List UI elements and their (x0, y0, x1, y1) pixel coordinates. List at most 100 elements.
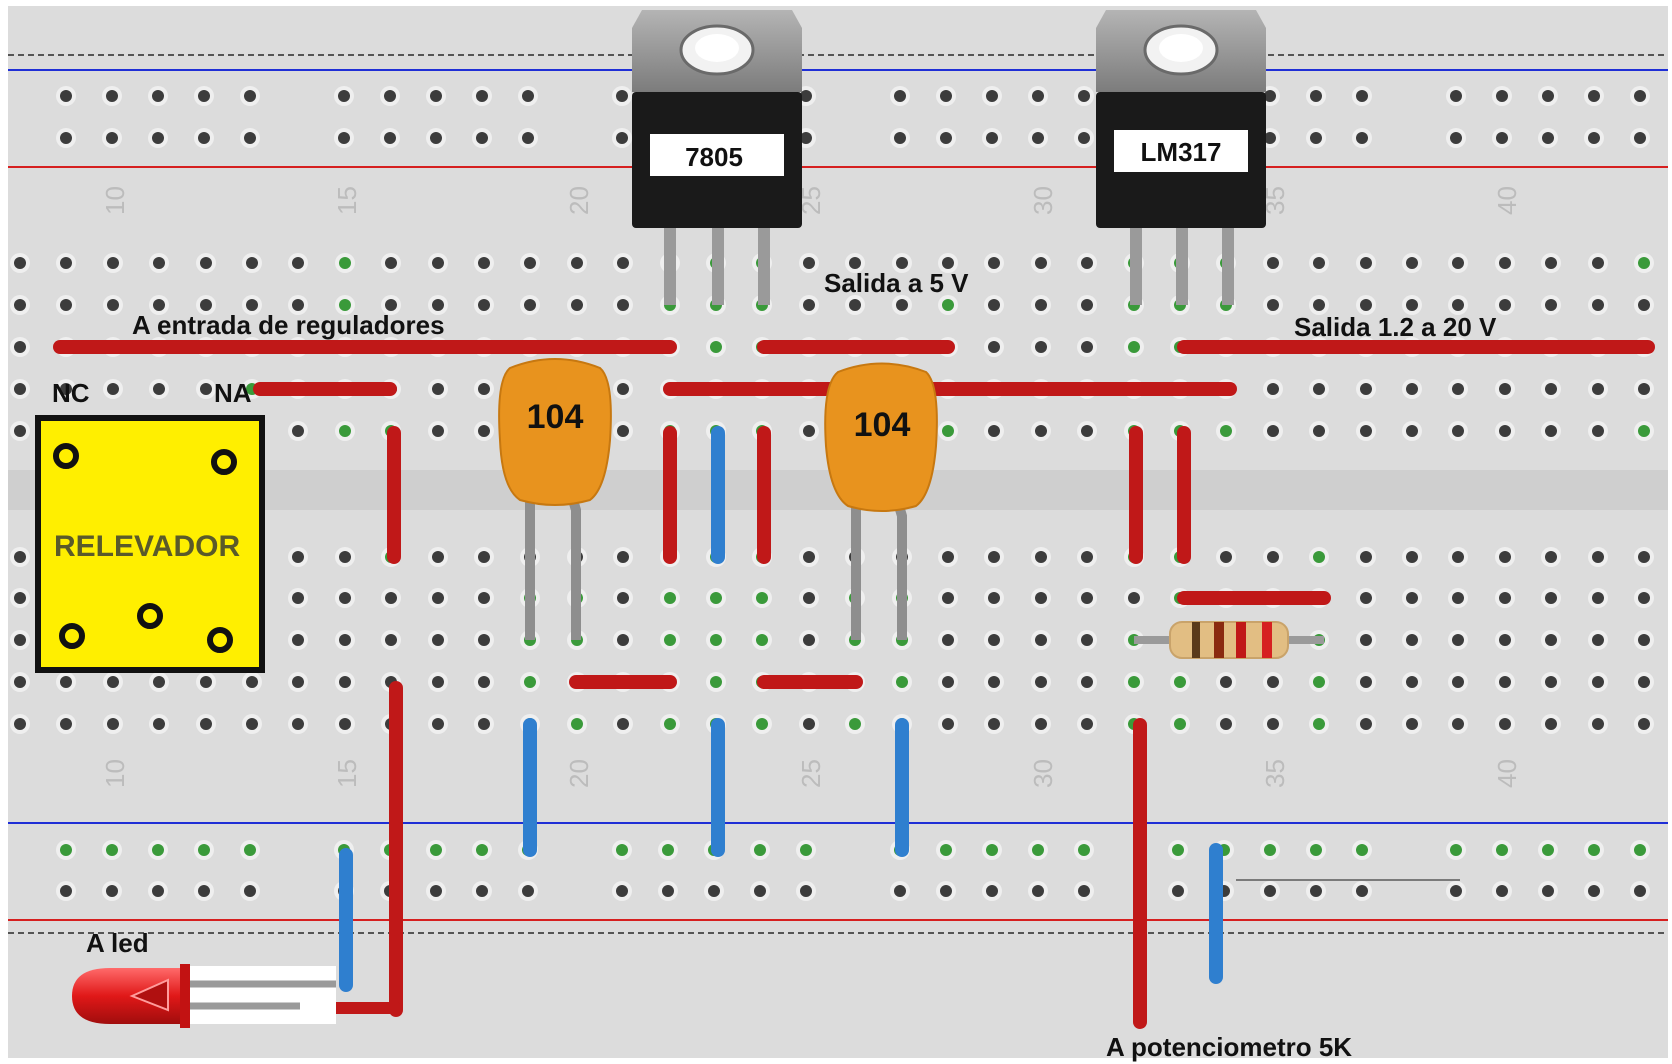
breadboard-hole[interactable] (1638, 425, 1650, 437)
breadboard-hole[interactable] (803, 634, 815, 646)
breadboard-hole[interactable] (894, 90, 906, 102)
breadboard-hole[interactable] (1406, 718, 1418, 730)
breadboard-hole[interactable] (616, 885, 628, 897)
breadboard-hole[interactable] (1592, 551, 1604, 563)
breadboard-hole[interactable] (1035, 718, 1047, 730)
breadboard-hole[interactable] (1450, 844, 1462, 856)
breadboard-hole[interactable] (1081, 676, 1093, 688)
breadboard-hole[interactable] (616, 90, 628, 102)
breadboard-hole[interactable] (60, 885, 72, 897)
breadboard-hole[interactable] (617, 718, 629, 730)
breadboard-hole[interactable] (1220, 718, 1232, 730)
breadboard-hole[interactable] (292, 718, 304, 730)
breadboard-hole[interactable] (617, 299, 629, 311)
breadboard-hole[interactable] (1267, 257, 1279, 269)
breadboard-hole[interactable] (1078, 90, 1090, 102)
breadboard-hole[interactable] (338, 90, 350, 102)
breadboard-hole[interactable] (1638, 676, 1650, 688)
breadboard-hole[interactable] (1406, 592, 1418, 604)
breadboard-hole[interactable] (664, 718, 676, 730)
breadboard-hole[interactable] (292, 676, 304, 688)
breadboard-hole[interactable] (292, 299, 304, 311)
breadboard-hole[interactable] (478, 592, 490, 604)
breadboard-hole[interactable] (1035, 551, 1047, 563)
breadboard-hole[interactable] (107, 676, 119, 688)
breadboard-hole[interactable] (152, 844, 164, 856)
breadboard-hole[interactable] (1035, 676, 1047, 688)
breadboard-hole[interactable] (1078, 885, 1090, 897)
breadboard-hole[interactable] (1592, 383, 1604, 395)
breadboard-hole[interactable] (1360, 551, 1372, 563)
breadboard-hole[interactable] (617, 634, 629, 646)
breadboard-hole[interactable] (1356, 90, 1368, 102)
breadboard-hole[interactable] (1032, 132, 1044, 144)
breadboard-hole[interactable] (14, 634, 26, 646)
breadboard-hole[interactable] (1310, 844, 1322, 856)
breadboard-hole[interactable] (986, 132, 998, 144)
breadboard-hole[interactable] (1542, 844, 1554, 856)
breadboard-hole[interactable] (152, 132, 164, 144)
breadboard-hole[interactable] (800, 885, 812, 897)
breadboard-hole[interactable] (1032, 885, 1044, 897)
breadboard-hole[interactable] (292, 592, 304, 604)
breadboard-hole[interactable] (1406, 257, 1418, 269)
breadboard-hole[interactable] (1499, 257, 1511, 269)
breadboard-hole[interactable] (1496, 132, 1508, 144)
relay[interactable]: RELEVADOR (35, 415, 265, 673)
breadboard-hole[interactable] (522, 885, 534, 897)
breadboard-hole[interactable] (1452, 718, 1464, 730)
breadboard-hole[interactable] (940, 844, 952, 856)
capacitor-1[interactable]: 104 (498, 358, 612, 640)
breadboard-hole[interactable] (1452, 634, 1464, 646)
breadboard-hole[interactable] (432, 718, 444, 730)
breadboard-hole[interactable] (1360, 299, 1372, 311)
breadboard-hole[interactable] (1638, 718, 1650, 730)
breadboard-hole[interactable] (571, 718, 583, 730)
breadboard-hole[interactable] (1592, 718, 1604, 730)
breadboard-hole[interactable] (14, 676, 26, 688)
breadboard-hole[interactable] (339, 592, 351, 604)
breadboard-hole[interactable] (896, 676, 908, 688)
breadboard-hole[interactable] (246, 257, 258, 269)
breadboard-hole[interactable] (1638, 634, 1650, 646)
breadboard-hole[interactable] (430, 844, 442, 856)
breadboard-hole[interactable] (107, 383, 119, 395)
breadboard-hole[interactable] (1356, 885, 1368, 897)
breadboard-hole[interactable] (940, 132, 952, 144)
breadboard-hole[interactable] (476, 885, 488, 897)
breadboard-hole[interactable] (800, 844, 812, 856)
breadboard-hole[interactable] (106, 90, 118, 102)
breadboard-hole[interactable] (1406, 383, 1418, 395)
breadboard-hole[interactable] (1592, 676, 1604, 688)
breadboard-hole[interactable] (1542, 132, 1554, 144)
breadboard-hole[interactable] (800, 90, 812, 102)
breadboard-hole[interactable] (710, 676, 722, 688)
breadboard-hole[interactable] (1360, 592, 1372, 604)
breadboard-hole[interactable] (988, 676, 1000, 688)
breadboard-hole[interactable] (1406, 676, 1418, 688)
breadboard-hole[interactable] (896, 257, 908, 269)
breadboard-hole[interactable] (986, 885, 998, 897)
breadboard-hole[interactable] (940, 885, 952, 897)
breadboard-hole[interactable] (1172, 844, 1184, 856)
breadboard-hole[interactable] (1452, 551, 1464, 563)
breadboard-hole[interactable] (14, 718, 26, 730)
breadboard-hole[interactable] (756, 634, 768, 646)
breadboard-hole[interactable] (1588, 90, 1600, 102)
breadboard-hole[interactable] (571, 257, 583, 269)
breadboard-hole[interactable] (1406, 299, 1418, 311)
breadboard-hole[interactable] (1081, 592, 1093, 604)
breadboard-hole[interactable] (1081, 634, 1093, 646)
breadboard-hole[interactable] (1638, 257, 1650, 269)
breadboard-hole[interactable] (1078, 844, 1090, 856)
breadboard-hole[interactable] (1035, 634, 1047, 646)
breadboard-hole[interactable] (1310, 90, 1322, 102)
breadboard-hole[interactable] (1264, 844, 1276, 856)
breadboard-hole[interactable] (60, 257, 72, 269)
breadboard-hole[interactable] (385, 634, 397, 646)
breadboard-hole[interactable] (710, 341, 722, 353)
breadboard-hole[interactable] (1313, 425, 1325, 437)
breadboard-hole[interactable] (1081, 257, 1093, 269)
breadboard-hole[interactable] (478, 718, 490, 730)
breadboard-hole[interactable] (1499, 676, 1511, 688)
